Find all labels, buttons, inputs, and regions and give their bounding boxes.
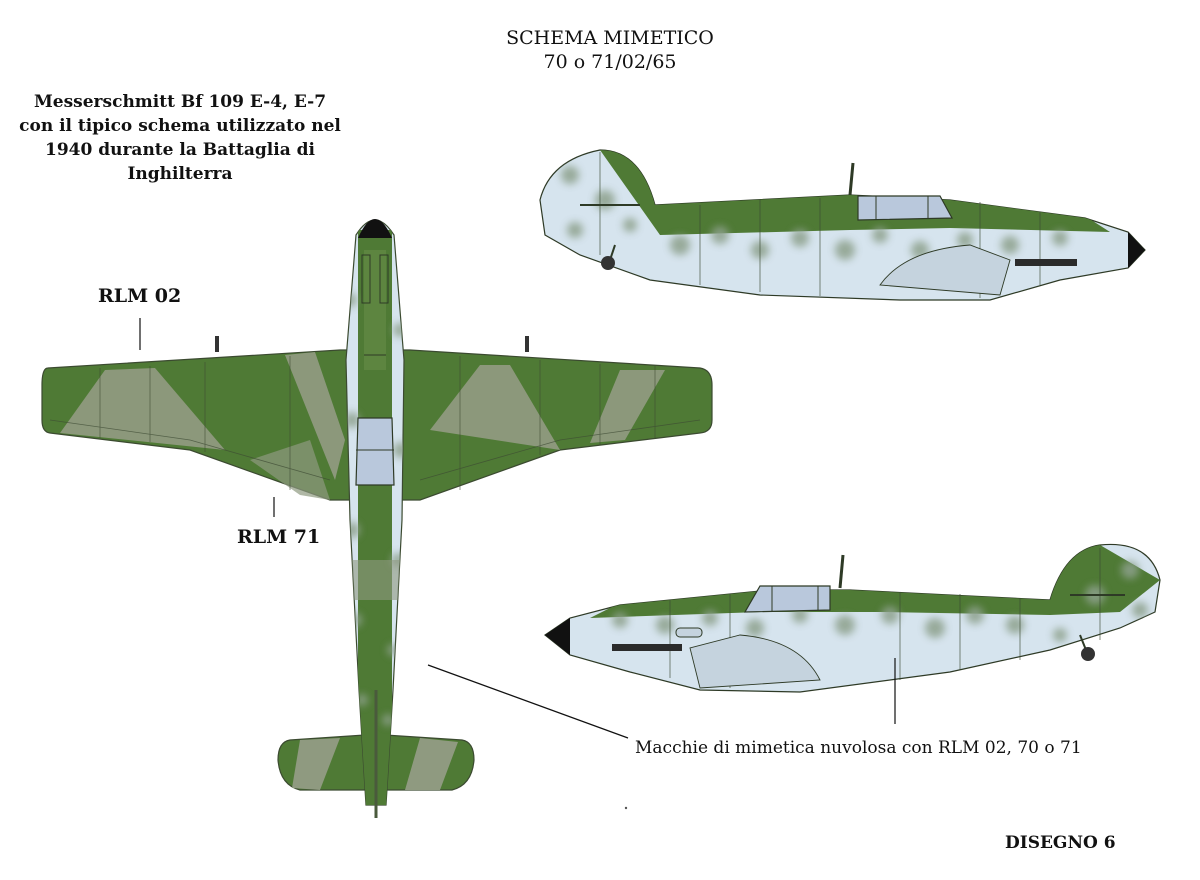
top-view-aircraft (41, 219, 713, 818)
aircraft-caption: Messerschmitt Bf 109 E-4, E-7 con il tip… (10, 90, 350, 186)
title-line-1: SCHEMA MIMETICO (506, 27, 714, 49)
label-mottle: Macchie di mimetica nuvolosa con RLM 02,… (635, 738, 1082, 758)
side1-spinner (1128, 232, 1145, 268)
caption-line-4: Inghilterra (127, 164, 233, 184)
side-view-port (543, 543, 1161, 693)
leader-lines (139, 318, 896, 739)
label-rlm-71: RLM 71 (237, 526, 321, 548)
top-view-canopy (355, 417, 395, 486)
caption-line-2: con il tipico schema utilizzato nel (19, 116, 341, 136)
drawing-number: DISEGNO 6 (1005, 833, 1116, 853)
title-line-2: 70 o 71/02/65 (543, 51, 677, 73)
diagram-title: SCHEMA MIMETICO 70 o 71/02/65 (450, 26, 770, 74)
side2-spinner (545, 618, 570, 655)
label-rlm-02: RLM 02 (98, 285, 182, 307)
caption-line-1: Messerschmitt Bf 109 E-4, E-7 (33, 92, 327, 112)
side2-canopy (743, 585, 831, 613)
side-view-starboard (539, 149, 1146, 301)
caption-line-3: 1940 durante la Battaglia di (45, 140, 315, 160)
top-view-spinner (358, 219, 392, 238)
side1-canopy (857, 195, 953, 221)
